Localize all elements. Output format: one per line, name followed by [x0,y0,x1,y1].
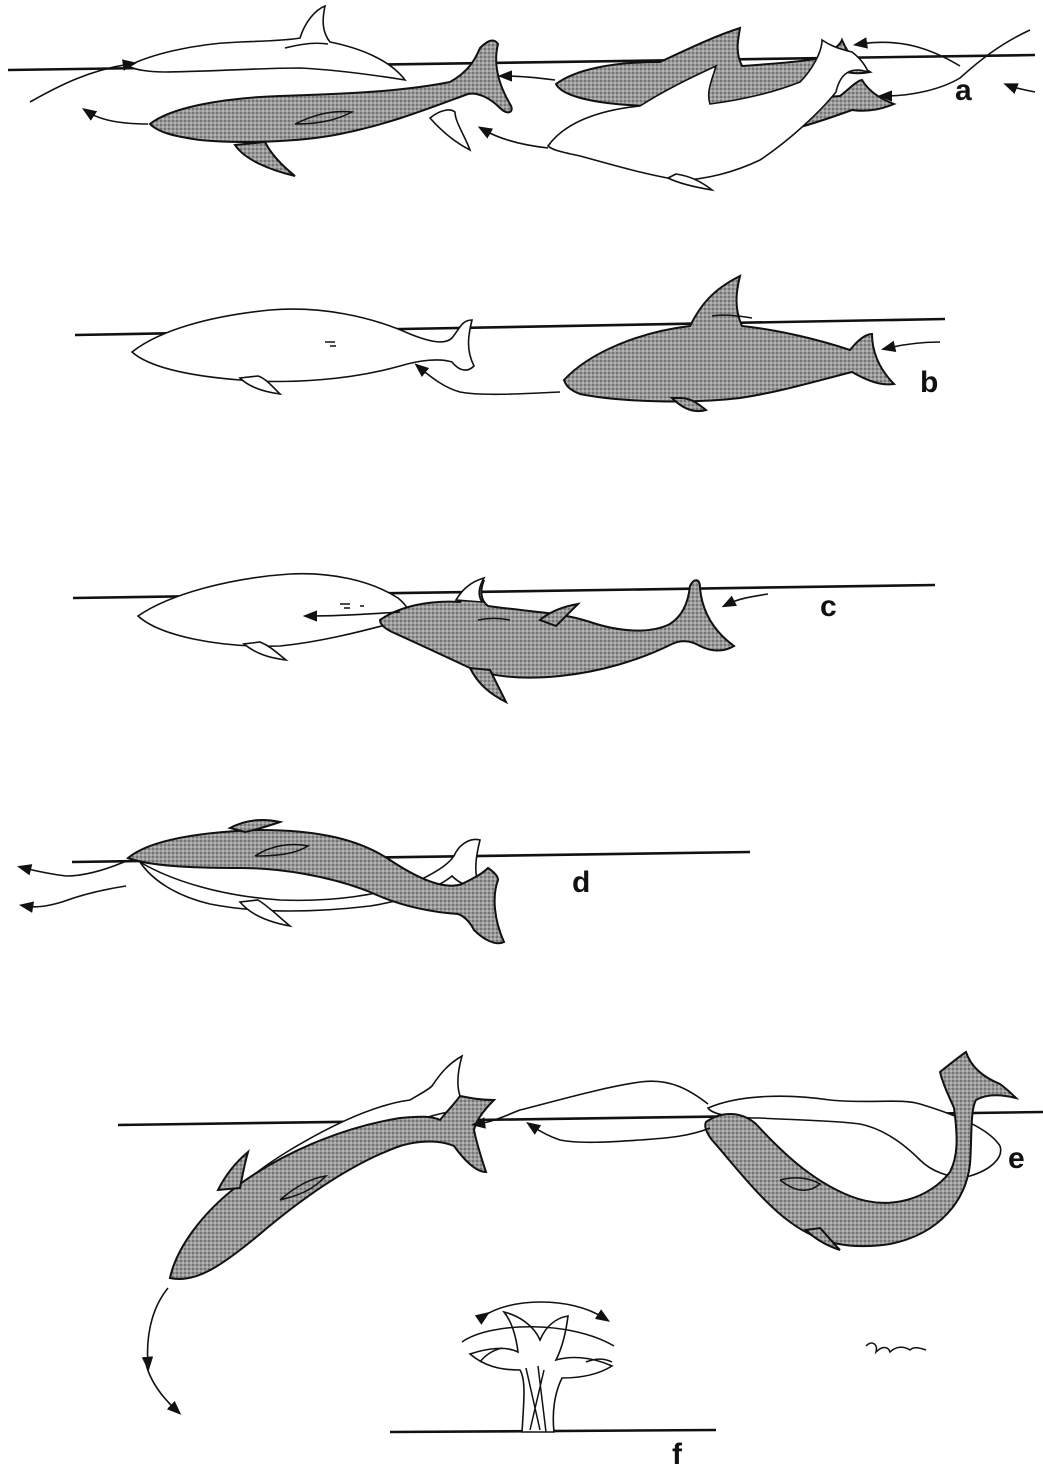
panel-label-e: e [1008,1142,1025,1175]
panel-label-c: c [820,590,837,623]
dolphin-white-submerged [132,309,474,394]
swim-path-e3 [148,1288,168,1364]
swim-path-a2 [88,112,148,124]
panel-label-a: a [955,74,972,107]
panel-c: c [73,574,935,702]
panel-f: f [390,1302,716,1470]
swing-arc-f [484,1302,604,1318]
swim-path-b2 [888,342,940,348]
dolphin-white-dorsal [456,578,484,602]
swim-path-d1 [24,862,124,876]
swim-path-b1 [420,368,560,394]
swim-path-e4 [146,1364,176,1410]
dolphin-grey-tail-up [705,1052,1016,1250]
dolphin-white-surfacing [128,6,405,80]
dolphin-grey-surfacing [564,276,894,411]
swim-path-a3 [505,76,555,80]
panel-b: b [75,276,945,411]
panel-label-b: b [920,366,938,399]
dolphin-white-submerged [138,574,409,660]
dolphin-grey-diving [380,580,734,702]
dolphin-white-tail [430,110,470,150]
swim-path-c2 [728,594,768,604]
panel-e: e [118,1052,1043,1410]
swim-path-e2 [532,1126,710,1142]
panel-label-d: d [572,866,590,899]
artist-signature [866,1343,926,1352]
swim-path-a7 [1010,86,1035,92]
swim-path-a4 [484,130,548,148]
swim-path-d2 [26,886,126,907]
swim-path-a6 [860,42,960,66]
panel-d: d [24,820,750,943]
panel-a: a [8,6,1035,190]
panel-label-f: f [672,1438,683,1470]
